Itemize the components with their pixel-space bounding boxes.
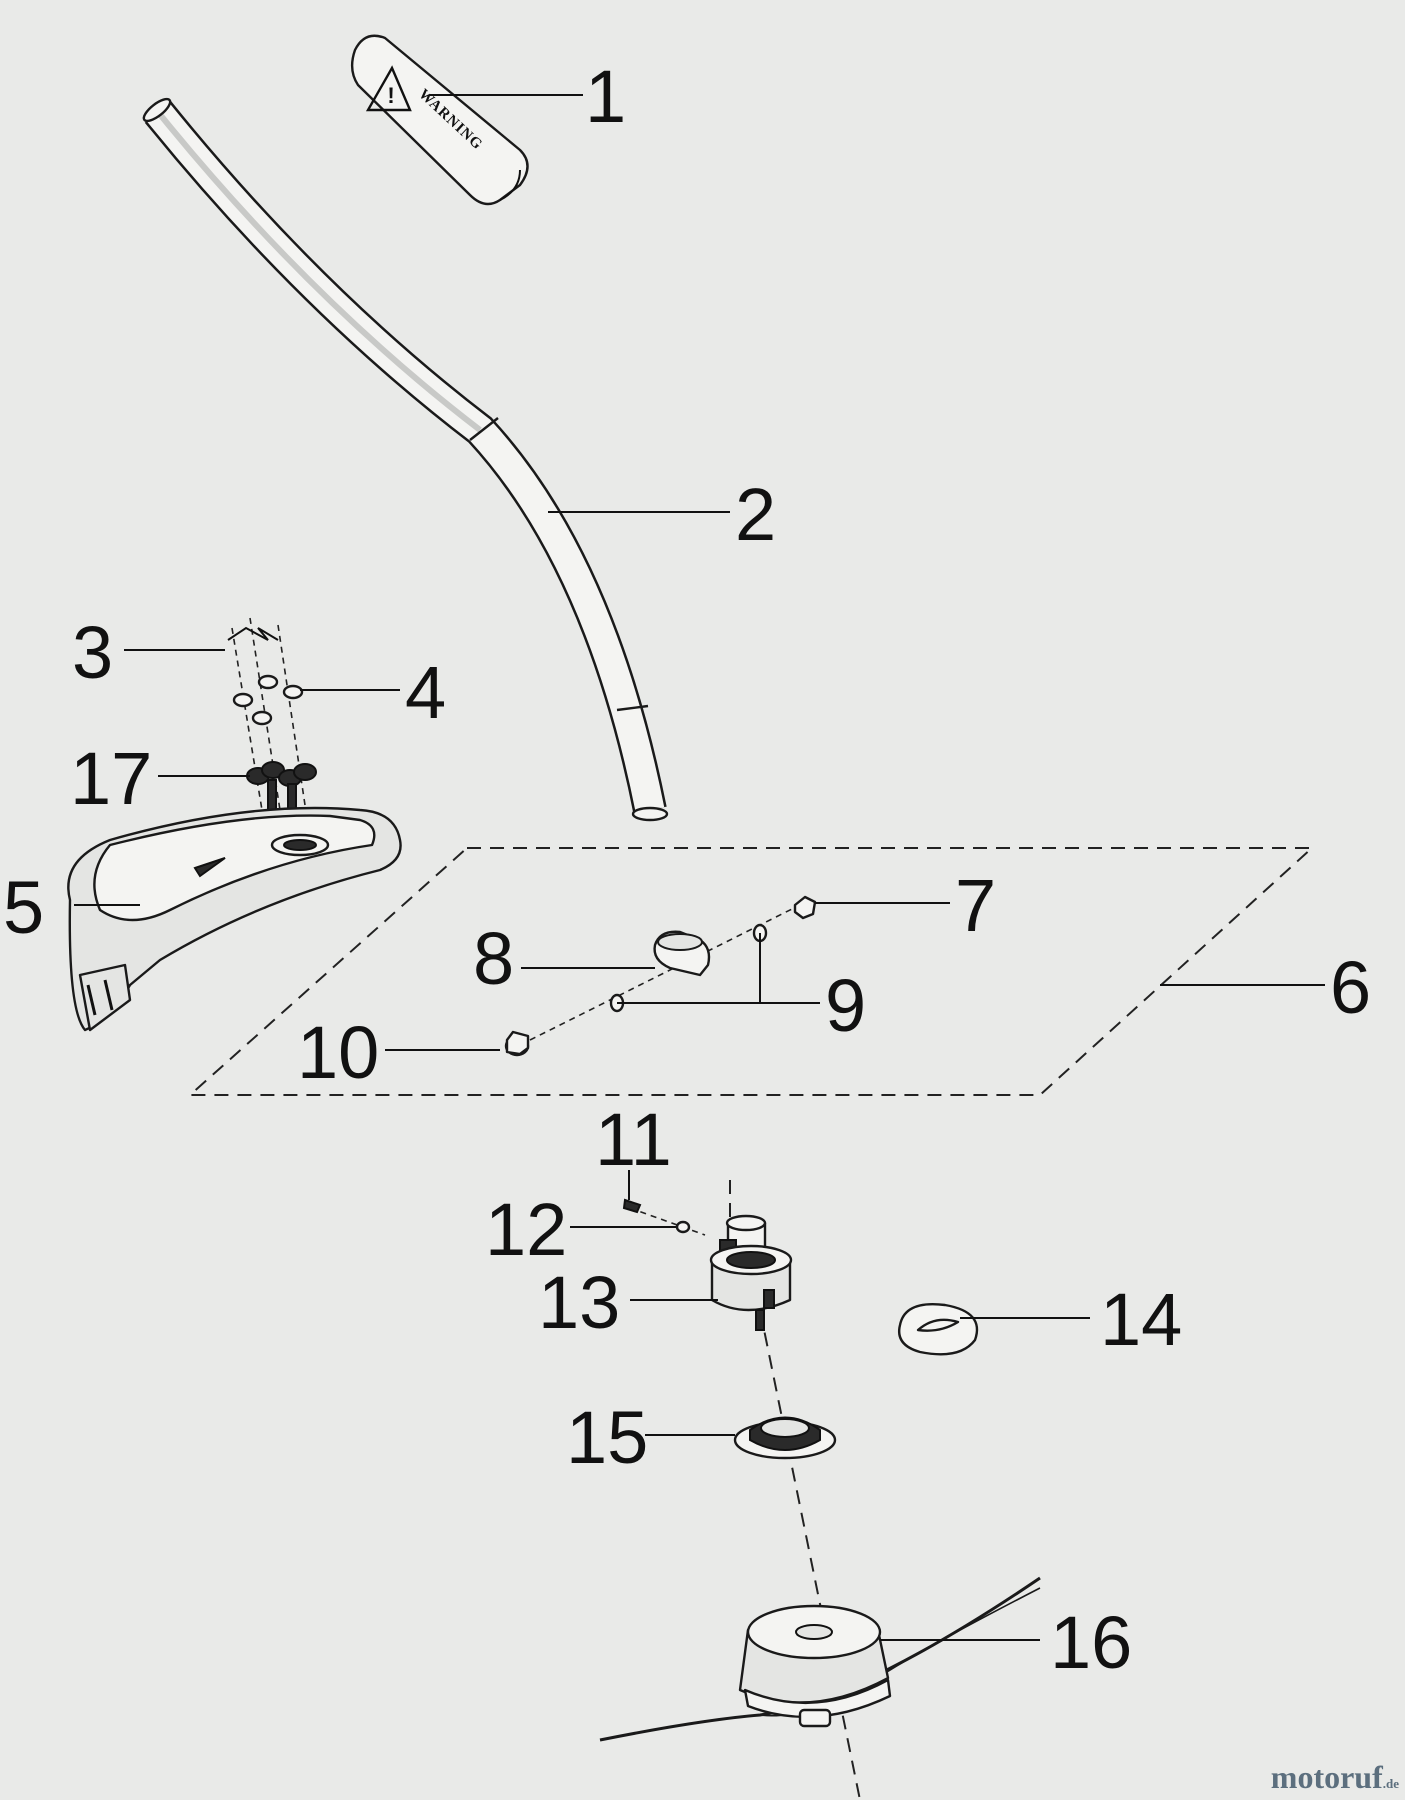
callout-7: 7 — [955, 864, 996, 947]
callout-4: 4 — [405, 651, 446, 734]
callout-8: 8 — [473, 917, 514, 1000]
callout-11: 11 — [595, 1098, 672, 1181]
guard-bracket-hardware — [504, 895, 817, 1057]
washer — [282, 684, 304, 700]
watermark-text: motoruf — [1270, 1759, 1383, 1795]
callout-3: 3 — [72, 611, 113, 694]
washer — [232, 692, 254, 708]
callout-10: 10 — [297, 1011, 379, 1094]
callout-15: 15 — [566, 1396, 648, 1479]
callout-14: 14 — [1100, 1278, 1182, 1361]
watermark-suffix: .de — [1382, 1776, 1399, 1791]
retainer-clip — [898, 1303, 979, 1356]
callout-leaders — [74, 94, 1325, 1641]
callout-5: 5 — [3, 866, 44, 949]
warning-decal: ! WARNING — [350, 34, 529, 206]
hardware-kit-outline — [187, 847, 1315, 1096]
callout-6: 6 — [1330, 946, 1371, 1029]
trimmer-guard — [67, 806, 402, 1032]
svg-text:!: ! — [387, 83, 394, 108]
callout-numbers: 1 2 3 4 5 6 7 8 9 10 11 12 13 14 15 16 1… — [3, 55, 1371, 1684]
lock-washer — [293, 763, 317, 781]
screw-washer — [675, 1220, 691, 1234]
callout-12: 12 — [485, 1188, 567, 1271]
washer — [251, 710, 273, 726]
bolt-head — [793, 895, 817, 920]
washer — [257, 674, 279, 690]
callout-1: 1 — [585, 55, 626, 138]
callout-13: 13 — [538, 1261, 620, 1344]
watermark-logo: motoruf.de — [1271, 1759, 1399, 1796]
drive-shaft — [142, 97, 669, 822]
lock-washer — [261, 761, 285, 779]
callout-16: 16 — [1050, 1601, 1132, 1684]
callout-2: 2 — [735, 473, 776, 556]
warning-triangle-icon — [365, 65, 412, 112]
callout-9: 9 — [825, 964, 866, 1047]
trimmer-head-assembly — [599, 1170, 1041, 1800]
callout-17: 17 — [70, 737, 152, 820]
guard-fasteners — [227, 617, 317, 825]
